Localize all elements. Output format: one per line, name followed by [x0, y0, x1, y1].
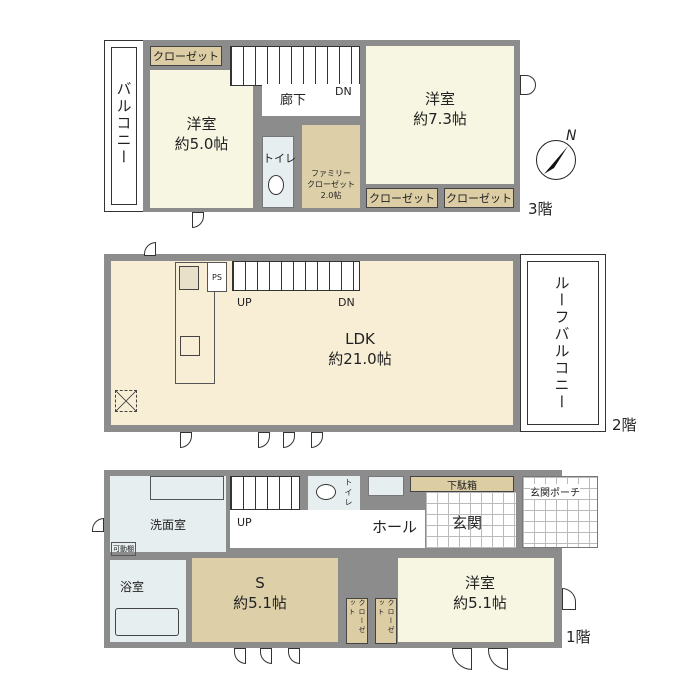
floor-label-3f: 3階 — [528, 200, 553, 218]
door-south-2f-4[interactable] — [311, 432, 323, 448]
corridor — [262, 84, 360, 116]
western-room-7-label: 洋室約7.3帖 — [413, 90, 467, 128]
western-room-5 — [150, 70, 253, 208]
pipe-space: PS — [207, 262, 227, 292]
entrance-porch-label: 玄関ポーチ — [530, 484, 580, 499]
closet-1f-2[interactable]: クローゼット — [375, 598, 397, 644]
roof-balcony: ルーフバルコニー — [520, 254, 606, 432]
western-room-7 — [366, 46, 514, 184]
stairs-2f[interactable] — [232, 261, 360, 291]
door-south-2f-2[interactable] — [258, 432, 270, 448]
movable-shelf-label: 可動棚 — [111, 542, 136, 556]
bathroom-label: 浴室 — [120, 580, 145, 594]
door-south-1f-4[interactable] — [452, 648, 472, 670]
shoe-cabinet[interactable]: 下駄箱 — [410, 476, 514, 492]
toilet-label-1f: トイレ — [344, 478, 353, 508]
toilet-label: トイレ — [263, 152, 296, 165]
service-room — [192, 558, 338, 642]
toilet-icon-1f — [316, 484, 336, 500]
balcony: バルコニー — [104, 40, 144, 212]
toilet-icon — [268, 175, 284, 195]
door-south-1f-1[interactable] — [234, 648, 246, 664]
entrance-label: 玄関 — [452, 514, 483, 532]
door-south-1f-3[interactable] — [288, 648, 300, 664]
stairs-up-label: UP — [237, 296, 252, 309]
washroom-label: 洗面室 — [150, 518, 187, 532]
door-east-3f[interactable] — [520, 75, 536, 95]
entrance — [426, 492, 516, 548]
floor-label-1f: 1階 — [566, 628, 591, 646]
western-room-1f-label: 洋室約5.1帖 — [453, 574, 507, 612]
washroom — [110, 476, 226, 552]
closet-east-2[interactable]: クローゼット — [444, 188, 514, 208]
washbasin-icon — [150, 476, 224, 500]
compass-icon — [536, 140, 576, 180]
door-south-2f-1[interactable] — [180, 432, 192, 448]
bathroom — [110, 560, 186, 642]
skylight-icon — [115, 390, 137, 412]
hall — [230, 510, 425, 548]
stairs-3f[interactable] — [230, 46, 360, 86]
balcony-label: バルコニー — [114, 81, 133, 166]
door-north-2f[interactable] — [144, 242, 156, 256]
stairs-up-label-1f: UP — [237, 516, 252, 529]
door-south-1f-2[interactable] — [260, 648, 272, 664]
toilet-3f — [262, 136, 294, 208]
closet-west[interactable]: クローゼット — [150, 46, 222, 66]
hall-washbasin — [368, 476, 404, 496]
sink-icon — [180, 336, 200, 356]
door-west-1f[interactable] — [92, 518, 104, 532]
closet-1f-1[interactable]: クローゼット — [346, 598, 368, 644]
floor-3: バルコニー クローゼット 洋室約5.0帖 廊下 DN トイレ ファミリー クロー… — [0, 0, 700, 230]
roof-balcony-label: ルーフバルコニー — [552, 275, 571, 411]
western-room-5-label: 洋室約5.0帖 — [174, 115, 229, 153]
bathtub-icon — [115, 608, 179, 636]
door-south-1f-5[interactable] — [488, 648, 508, 670]
stove-icon — [179, 266, 199, 290]
door-east-1f[interactable] — [562, 588, 576, 610]
stairs-dn-label: DN — [335, 85, 352, 98]
closet-east-1[interactable]: クローゼット — [366, 188, 438, 208]
door-south-3f[interactable] — [192, 212, 204, 228]
corridor-label: 廊下 — [280, 93, 307, 108]
floor-label-2f: 2階 — [612, 416, 637, 434]
family-closet — [302, 125, 360, 208]
western-room-1f — [398, 558, 554, 642]
door-south-2f-3[interactable] — [283, 432, 295, 448]
stairs-dn-label-2f: DN — [338, 296, 355, 309]
compass-north-label: N — [566, 128, 577, 144]
family-closet-label: ファミリー クローゼット 2.0帖 — [307, 169, 355, 200]
hall-label: ホール — [372, 518, 418, 536]
stairs-1f[interactable] — [230, 476, 300, 510]
